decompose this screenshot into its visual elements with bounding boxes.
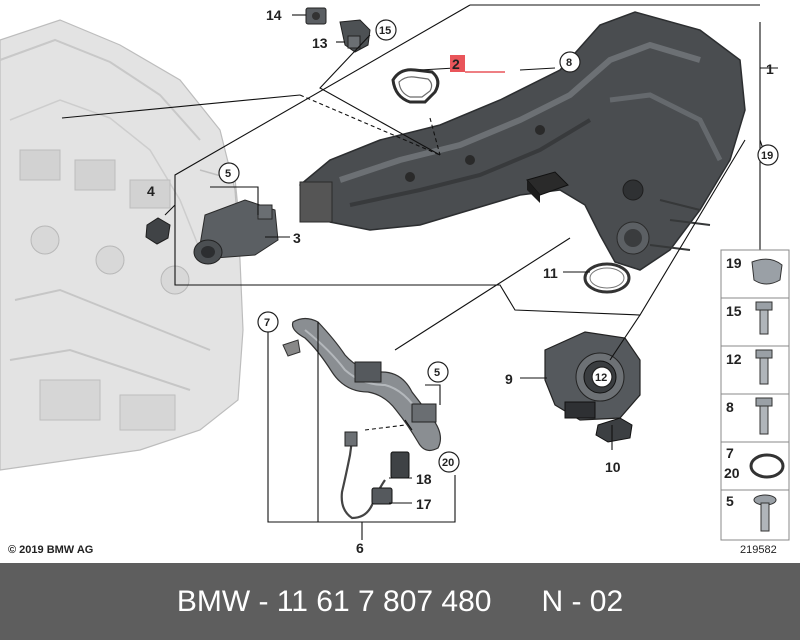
- callout-13: 13: [312, 35, 328, 51]
- image-number: 219582: [740, 544, 777, 556]
- callouts: 1 2 3 4 5 5 6 7 8 9 10 11 12 13 14 15 17…: [147, 7, 779, 556]
- callout-8: 8: [566, 57, 572, 69]
- callout-10: 10: [605, 459, 621, 475]
- footer-bar: BMW - 11 61 7 807 480 N - 02: [0, 563, 800, 640]
- o-ring-part-11: [583, 262, 631, 294]
- callout-17: 17: [416, 496, 432, 512]
- sensor-part-14: [305, 7, 327, 25]
- legend-label-15: 15: [726, 303, 742, 319]
- gasket-part-2: [391, 68, 440, 104]
- callout-20: 20: [442, 457, 454, 469]
- parts-diagram: 1 2 3 4 5 5 6 7 8 9 10 11 12 13 14 15 17…: [0, 4, 790, 556]
- rubber-mount: [526, 171, 569, 203]
- callout-14: 14: [266, 7, 282, 23]
- fastener-legend: 19 15 12 8 7 20 5: [720, 249, 790, 541]
- sensor-part-4: [145, 217, 171, 245]
- callout-9: 9: [505, 371, 513, 387]
- legend-label-7: 7: [726, 445, 734, 461]
- legend-label-8: 8: [726, 399, 734, 415]
- callout-5a: 5: [225, 168, 231, 180]
- highlight-part-2: [450, 55, 465, 72]
- part-number: BMW - 11 61 7 807 480: [176, 584, 492, 618]
- callout-18: 18: [416, 471, 432, 487]
- callout-15: 15: [379, 25, 391, 37]
- callout-2: 2: [452, 56, 460, 72]
- leader-lines: [61, 4, 778, 540]
- callout-6: 6: [356, 540, 364, 556]
- connector-part-10: [595, 417, 633, 443]
- callout-12: 12: [595, 372, 607, 384]
- callout-5b: 5: [434, 367, 440, 379]
- copyright-text: © 2019 BMW AG: [8, 544, 93, 556]
- callout-11: 11: [543, 265, 558, 281]
- legend-label-12: 12: [726, 351, 742, 367]
- callout-1: 1: [766, 61, 774, 77]
- legend-label-5: 5: [726, 493, 734, 509]
- legend-label-20: 20: [724, 465, 740, 481]
- sensor-part-13: [339, 19, 371, 53]
- callout-4: 4: [147, 183, 155, 199]
- legend-label-19: 19: [726, 255, 742, 271]
- callout-19: 19: [761, 150, 773, 162]
- callout-7: 7: [264, 317, 270, 329]
- intake-manifold: [299, 11, 746, 271]
- engine-block: [0, 19, 244, 471]
- position-code: N - 02: [541, 584, 624, 618]
- footer-spacer: [491, 585, 541, 619]
- egr-pipe-assembly: [282, 317, 442, 452]
- temperature-sensor-wire: [340, 431, 410, 520]
- callout-3: 3: [293, 230, 301, 246]
